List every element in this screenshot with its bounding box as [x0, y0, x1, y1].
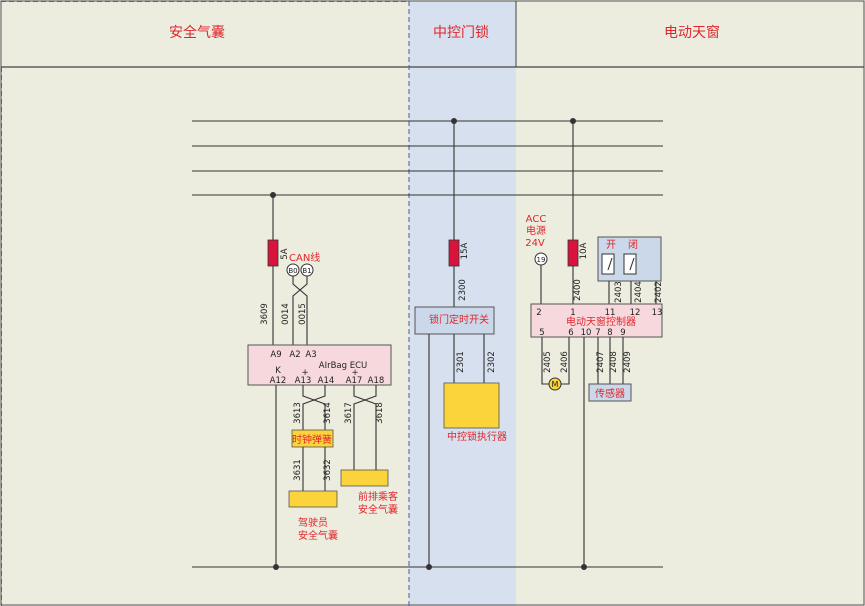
ecu-pin-a13: A13	[295, 376, 312, 386]
wire-2404: 2404	[634, 281, 644, 303]
motor-loop-wire	[541, 337, 570, 385]
ecu-pin-a12: A12	[270, 376, 287, 386]
central-lock-highlight	[409, 1, 516, 606]
airbag-bus-node	[270, 192, 276, 198]
sensor-label: 传感器	[595, 387, 625, 400]
controller-pin-12: 12	[630, 308, 641, 318]
switch-close-blade	[629, 257, 635, 271]
ecu-pin-a17: A17	[346, 376, 363, 386]
wire-3613: 3613	[293, 402, 303, 424]
sunroof-motor	[548, 377, 562, 391]
sunroof-ground-node	[581, 564, 587, 570]
sunroof-fuse	[567, 239, 579, 267]
controller-pin-9: 9	[620, 328, 625, 338]
section-title-central-lock: 中控门锁	[433, 25, 489, 41]
controller-pin-2: 2	[536, 308, 541, 318]
sunroof-sensor	[588, 383, 632, 402]
can-pin-b1-label: B1	[302, 267, 311, 275]
sunroof-fuse-rating: 10A	[579, 243, 589, 260]
wire-2403: 2403	[614, 281, 624, 303]
controller-pin-5: 5	[539, 328, 544, 338]
switch-open-label: 开	[606, 240, 616, 251]
sunroof-wire-2400: 2400	[573, 279, 583, 301]
sunroof-bus-node	[570, 118, 576, 124]
wire-3632: 3632	[323, 459, 333, 481]
controller-label: 电动天窗控制器	[566, 315, 636, 328]
lock-wire-2302: 2302	[487, 351, 497, 373]
wire-2407: 2407	[596, 351, 606, 373]
wire-2408: 2408	[609, 351, 619, 373]
controller-pin-1: 1	[570, 308, 575, 318]
motor-symbol: M	[552, 380, 559, 389]
lock-wire-2301: 2301	[456, 351, 466, 373]
can-pin-b0-label: B0	[288, 267, 297, 275]
ecu-k: K	[275, 366, 281, 376]
acc-label-2: 电源	[526, 224, 546, 237]
controller-pin-11: 11	[605, 308, 616, 318]
section-title-sunroof: 电动天窗	[664, 24, 720, 41]
sunroof-controller	[530, 303, 663, 338]
lock-ground-node	[426, 564, 432, 570]
switch-open-contact	[601, 253, 615, 275]
acc-pin-label: 19	[537, 256, 546, 264]
ecu-plus-1: +	[301, 368, 308, 378]
ecu-pin-a2: A2	[289, 350, 300, 360]
controller-pin-7: 7	[595, 328, 600, 338]
ecu-plus-2: +	[351, 368, 358, 378]
clock-spring	[291, 429, 334, 448]
lock-actuator-label: 中控锁执行器	[447, 430, 507, 443]
airbag-ecu	[247, 344, 392, 386]
wire-2402: 2402	[654, 281, 664, 303]
lock-fuse-rating: 15A	[460, 243, 470, 260]
wire-3617: 3617	[344, 402, 354, 424]
driver-airbag-label-1: 驾驶员	[298, 516, 328, 529]
controller-pin-6: 6	[568, 328, 573, 338]
lock-bus-node	[451, 118, 457, 124]
can-label: CAN线	[289, 251, 320, 264]
can-twisted-pair	[292, 276, 308, 345]
ecu-name: AIrBag ECU	[319, 361, 367, 371]
ecu-pin-a14: A14	[318, 376, 335, 386]
driver-airbag-label-2: 安全气囊	[298, 529, 338, 542]
passenger-airbag-label-2: 安全气囊	[358, 503, 398, 516]
controller-pin-10: 10	[581, 328, 592, 338]
wire-2406: 2406	[560, 351, 570, 373]
acc-label-1: ACC	[526, 214, 547, 225]
controller-pin-13: 13	[652, 308, 663, 318]
switch-close-contact	[623, 253, 637, 275]
airbag-wire-3609: 3609	[260, 303, 270, 325]
driver-airbag	[288, 490, 338, 508]
driver-twisted-pair	[302, 385, 326, 430]
clock-spring-label: 时钟弹簧	[292, 433, 332, 446]
wire-3618: 3618	[375, 402, 385, 424]
section-title-airbag: 安全气囊	[169, 24, 225, 41]
controller-pin-8: 8	[607, 328, 612, 338]
wire-3614: 3614	[323, 402, 333, 424]
ecu-pin-a9: A9	[270, 350, 281, 360]
lock-wire-2300: 2300	[458, 279, 468, 301]
airbag-wire-0014: 0014	[281, 303, 291, 325]
passenger-twisted-pair	[353, 385, 377, 470]
passenger-airbag-label-1: 前排乘客	[358, 490, 398, 503]
lock-timer-switch	[414, 306, 495, 335]
lock-actuator	[443, 382, 500, 429]
lock-fuse	[448, 239, 460, 267]
wire-2405: 2405	[543, 351, 553, 373]
switch-close-label: 闭	[628, 238, 638, 251]
ecu-pin-a18: A18	[368, 376, 385, 386]
switch-open-blade	[607, 257, 613, 271]
ecu-pin-a3: A3	[305, 350, 316, 360]
wire-3631: 3631	[293, 459, 303, 481]
airbag-ground-node	[273, 564, 279, 570]
lock-timer-switch-label: 锁门定时开关	[429, 313, 489, 326]
airbag-fuse-rating: 5A	[280, 248, 290, 259]
wire-2409: 2409	[623, 351, 633, 373]
airbag-wire-0015: 0015	[298, 303, 308, 325]
airbag-fuse	[267, 239, 279, 267]
passenger-airbag	[340, 469, 389, 487]
acc-label-3: 24V	[525, 238, 545, 249]
